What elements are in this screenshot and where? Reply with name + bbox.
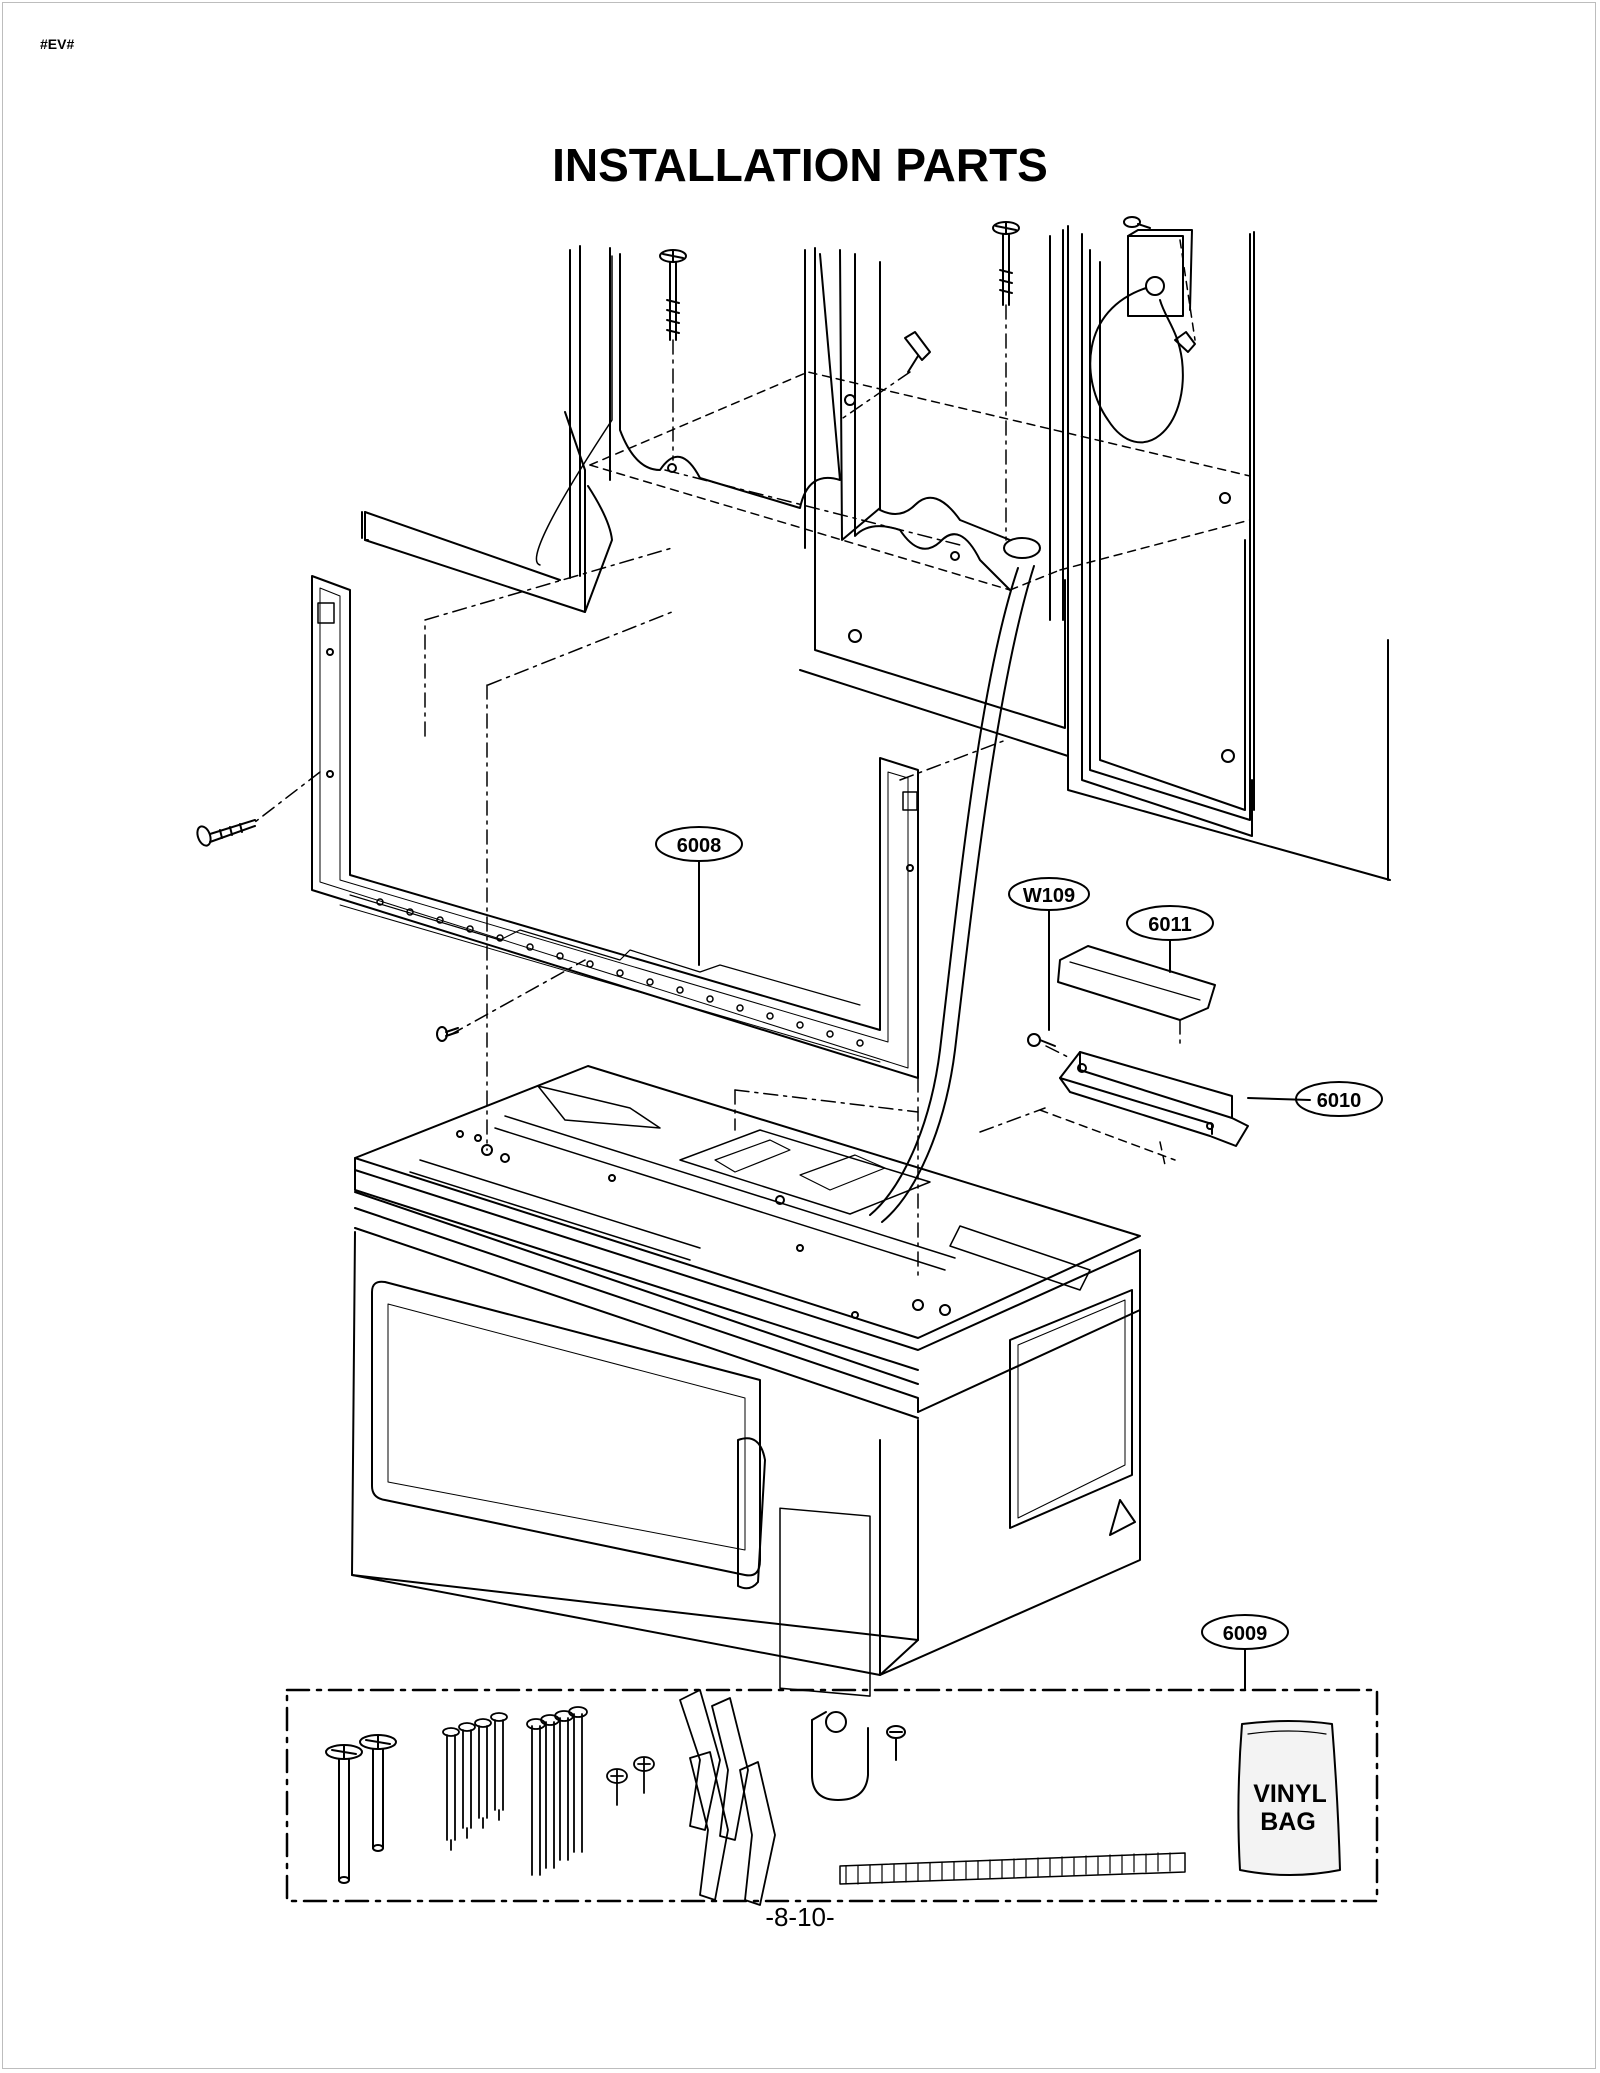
- document-code: #EV#: [40, 36, 75, 52]
- junction-box-6010: [1059, 1051, 1311, 1166]
- vinyl-bag-label-line2: BAG: [1260, 1808, 1316, 1836]
- kit-small-screws: [606, 1756, 655, 1806]
- callout-w109: W109: [1008, 877, 1090, 1031]
- kit-cable-clamp: [811, 1711, 906, 1801]
- kit-toggle-wings: [679, 1689, 776, 1906]
- wall-screw: [196, 819, 459, 1042]
- callout-6009: 6009: [1201, 1614, 1289, 1691]
- callout-6010: 6010: [1295, 1081, 1383, 1117]
- vinyl-bag-label-line1: VINYL: [1253, 1780, 1327, 1808]
- callout-label-6010: 6010: [1317, 1090, 1362, 1112]
- microwave-oven: [351, 1065, 1176, 1697]
- callout-label-6008: 6008: [677, 835, 722, 857]
- top-bolts: [659, 216, 1151, 546]
- callout-6011: 6011: [1126, 905, 1214, 973]
- callout-label-w109: W109: [1023, 885, 1075, 907]
- wall-cabinets: [361, 225, 1391, 1223]
- callout-label-6009: 6009: [1223, 1623, 1268, 1645]
- kit-wood-screws: [442, 1712, 508, 1851]
- kit-long-bolts: [325, 1734, 397, 1884]
- screw-w109: [1027, 1033, 1071, 1059]
- kit-vinyl-bag: VINYL BAG: [1237, 1720, 1341, 1876]
- junction-cover-6011: [1057, 945, 1216, 1046]
- kit-toggle-bolts: [526, 1706, 588, 1876]
- mounting-plate-6008: [311, 575, 919, 1079]
- callout-6008: 6008: [655, 826, 743, 966]
- page-number: -8-10-: [765, 1902, 835, 1932]
- callout-label-6011: 6011: [1148, 914, 1191, 936]
- page-title: INSTALLATION PARTS: [552, 139, 1048, 191]
- kit-spring-strip: [839, 1852, 1186, 1885]
- accessory-kit-box: [285, 1688, 1379, 1903]
